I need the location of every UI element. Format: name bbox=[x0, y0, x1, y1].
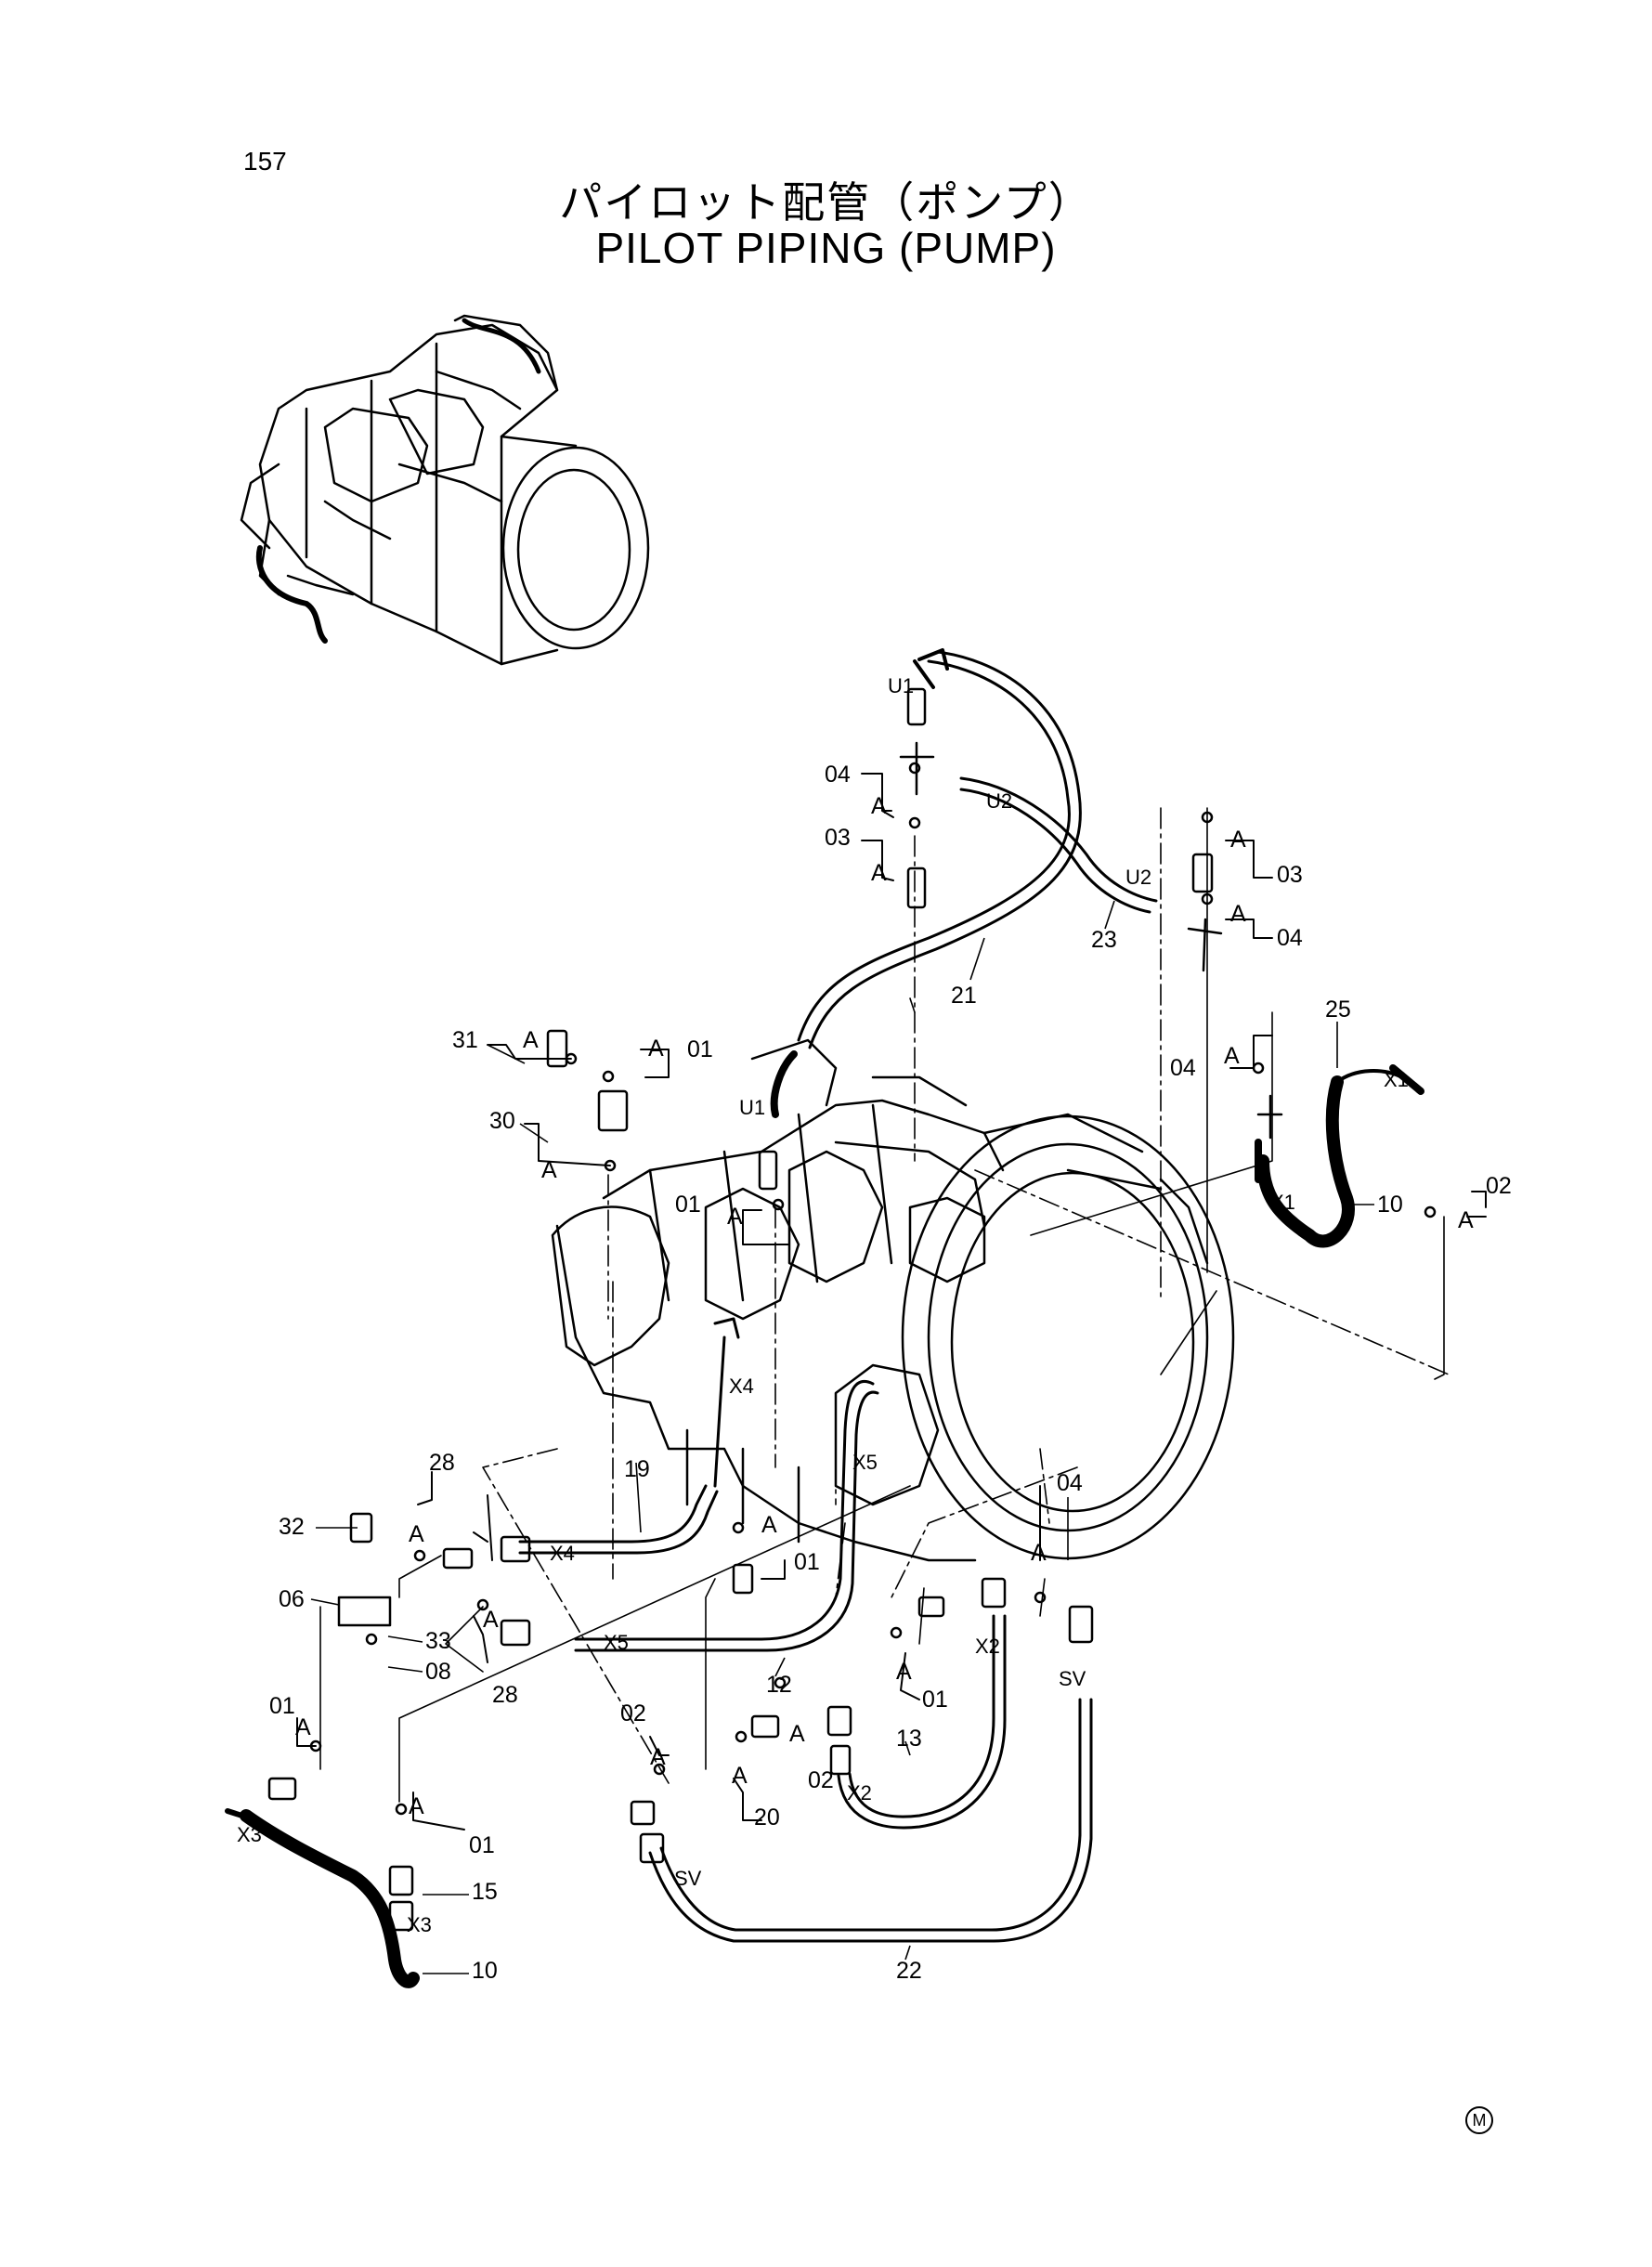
callout-02-right: 02 bbox=[1486, 1173, 1512, 1199]
label-x5-upper: X5 bbox=[852, 1451, 878, 1474]
ref-a-4: A bbox=[1230, 901, 1246, 927]
callout-01-lower-mid: 01 bbox=[794, 1549, 820, 1575]
callout-08: 08 bbox=[425, 1659, 451, 1685]
ref-a-6: A bbox=[648, 1036, 664, 1062]
title-japanese: パイロット配管（ポンプ） bbox=[559, 177, 1093, 228]
title-english: PILOT PIPING (PUMP) bbox=[595, 224, 1057, 272]
callout-22: 22 bbox=[896, 1958, 922, 1984]
callout-10-lower: 10 bbox=[472, 1958, 498, 1984]
label-sv-lower: SV bbox=[674, 1867, 702, 1890]
callout-04-mid-right: 04 bbox=[1170, 1055, 1196, 1081]
overview-pump-illustration bbox=[240, 314, 650, 666]
ref-a-20: A bbox=[1031, 1540, 1047, 1566]
label-x1-lower: X1 bbox=[1270, 1191, 1295, 1214]
ref-a-14: A bbox=[295, 1714, 311, 1740]
callout-28-top: 28 bbox=[429, 1450, 455, 1476]
callout-32: 32 bbox=[279, 1514, 305, 1540]
label-x3-lower: X3 bbox=[407, 1913, 432, 1936]
label-x5-lower: X5 bbox=[604, 1631, 629, 1654]
ref-a-1: A bbox=[871, 793, 887, 819]
hose-12 bbox=[574, 1380, 879, 1652]
callout-04-top: 04 bbox=[825, 762, 851, 788]
callout-06: 06 bbox=[279, 1586, 305, 1612]
callout-10-right: 10 bbox=[1377, 1192, 1403, 1218]
label-x2-lower: X2 bbox=[847, 1781, 872, 1804]
callout-20: 20 bbox=[754, 1804, 780, 1831]
hose-x3-10 bbox=[225, 1808, 420, 1988]
callout-04-lower: 04 bbox=[1057, 1470, 1083, 1496]
fittings bbox=[267, 687, 1437, 1932]
label-x3-left: X3 bbox=[237, 1823, 262, 1846]
callout-01-lower-right: 01 bbox=[922, 1687, 948, 1713]
ref-a-10: A bbox=[1458, 1207, 1474, 1233]
label-u1-bottom: U1 bbox=[739, 1096, 765, 1119]
label-x2-right: X2 bbox=[975, 1635, 1000, 1658]
label-u1-top: U1 bbox=[888, 674, 914, 697]
center-lines bbox=[482, 807, 1450, 1784]
callout-33: 33 bbox=[425, 1628, 451, 1654]
callout-25: 25 bbox=[1325, 997, 1351, 1023]
ref-a-12: A bbox=[483, 1607, 499, 1633]
callout-03-top: 03 bbox=[825, 825, 851, 851]
callout-23: 23 bbox=[1091, 927, 1117, 953]
a-brackets bbox=[296, 773, 1487, 1831]
ref-a-18: A bbox=[789, 1721, 805, 1747]
ref-a-19: A bbox=[896, 1659, 912, 1685]
callout-02-lower-mid: 02 bbox=[808, 1767, 834, 1793]
main-pump-body bbox=[551, 1038, 1235, 1562]
callout-28-bottom: 28 bbox=[492, 1682, 518, 1708]
maker-mark: M bbox=[1465, 2106, 1493, 2134]
page-number: 157 bbox=[243, 147, 287, 176]
label-x4-lower: X4 bbox=[550, 1542, 575, 1565]
callout-02-lower: 02 bbox=[620, 1700, 646, 1726]
callout-30: 30 bbox=[489, 1108, 515, 1134]
ref-a-7: A bbox=[541, 1157, 557, 1183]
ref-a-11: A bbox=[409, 1521, 424, 1547]
hose-23 bbox=[959, 776, 1158, 914]
ref-a-8: A bbox=[727, 1204, 743, 1230]
callout-21: 21 bbox=[951, 983, 977, 1009]
ref-a-2: A bbox=[871, 860, 887, 886]
callout-01-lower-left: 01 bbox=[469, 1832, 495, 1858]
ref-a-5: A bbox=[523, 1027, 539, 1053]
ref-a-16: A bbox=[650, 1744, 666, 1770]
hose-19 bbox=[518, 1317, 740, 1555]
hose-25-10 bbox=[1255, 1064, 1424, 1248]
reference-lines bbox=[319, 807, 1445, 1803]
hose-22 bbox=[648, 1698, 1093, 1943]
ref-a-13: A bbox=[761, 1512, 777, 1538]
ref-a-3: A bbox=[1230, 827, 1246, 853]
callout-01-left: 01 bbox=[269, 1693, 295, 1719]
ref-a-15: A bbox=[409, 1793, 424, 1819]
label-x1-upper: X1 bbox=[1384, 1068, 1409, 1091]
callout-15: 15 bbox=[472, 1879, 498, 1905]
label-x4-upper: X4 bbox=[729, 1375, 754, 1398]
label-u2-left: U2 bbox=[986, 789, 1012, 813]
callout-13: 13 bbox=[896, 1726, 922, 1752]
label-u2-right: U2 bbox=[1125, 866, 1151, 889]
callout-03-right: 03 bbox=[1277, 862, 1303, 888]
callout-12: 12 bbox=[766, 1672, 792, 1698]
ref-a-17: A bbox=[732, 1763, 748, 1789]
callout-04-right: 04 bbox=[1277, 925, 1303, 951]
hose-13 bbox=[837, 1614, 1007, 1830]
callout-01-top: 01 bbox=[687, 1036, 713, 1062]
hose-21 bbox=[770, 648, 1082, 1118]
callout-31: 31 bbox=[452, 1027, 478, 1053]
callout-01-mid: 01 bbox=[675, 1192, 701, 1218]
callout-leaders bbox=[310, 900, 1374, 1974]
ref-a-9: A bbox=[1224, 1043, 1240, 1069]
label-sv-right: SV bbox=[1059, 1667, 1086, 1690]
